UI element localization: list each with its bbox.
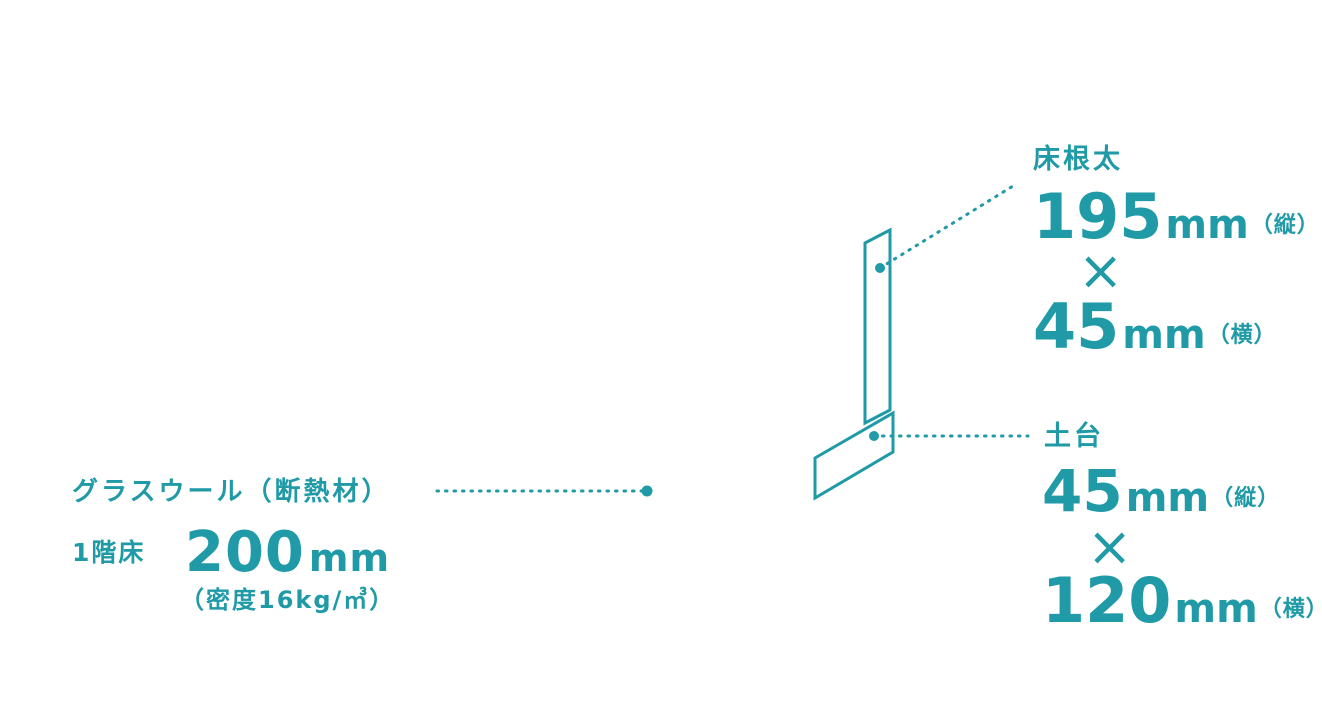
joist-height-value: 195 bbox=[1033, 180, 1163, 253]
joist-width-value: 45 bbox=[1033, 290, 1120, 363]
sill-shape bbox=[813, 410, 895, 501]
joist-width: 45mm（横） bbox=[1033, 296, 1277, 358]
sill-marker-dot bbox=[869, 431, 879, 441]
joist-width-note: （横） bbox=[1207, 323, 1277, 348]
sill-height-unit: mm bbox=[1125, 475, 1210, 521]
glasswool-marker-dot bbox=[641, 485, 653, 497]
sill-title: 土台 bbox=[1044, 421, 1104, 452]
joist-marker-dot bbox=[875, 263, 885, 273]
sill-times-sign: × bbox=[1087, 515, 1133, 578]
joist-height-note: （縦） bbox=[1250, 213, 1320, 238]
glasswool-thickness-value: 200 bbox=[185, 520, 305, 585]
joist-height-unit: mm bbox=[1165, 202, 1249, 248]
sill-width: 120mm（横） bbox=[1042, 570, 1322, 632]
joist-height: 195mm（縦） bbox=[1033, 186, 1320, 248]
sill-width-note: （横） bbox=[1259, 597, 1322, 622]
glasswool-title: グラスウール（断熱材） bbox=[72, 477, 391, 507]
joist-width-unit: mm bbox=[1122, 312, 1206, 358]
sill-width-unit: mm bbox=[1174, 586, 1258, 632]
joist-times-sign: × bbox=[1078, 239, 1124, 302]
floor-joist-shape bbox=[863, 227, 892, 426]
sill-height-value: 45 bbox=[1042, 457, 1123, 525]
glasswool-density: （密度16kg/㎥） bbox=[180, 586, 396, 614]
joist-leader-line bbox=[878, 184, 1015, 270]
sill-width-value: 120 bbox=[1042, 564, 1172, 637]
glasswool-thickness-unit: mm bbox=[308, 536, 391, 580]
glasswool-floor-label: 1階床 bbox=[72, 538, 146, 567]
joist-title: 床根太 bbox=[1033, 144, 1123, 175]
sill-height: 45mm（縦） bbox=[1042, 462, 1280, 520]
sill-height-note: （縦） bbox=[1211, 486, 1281, 511]
